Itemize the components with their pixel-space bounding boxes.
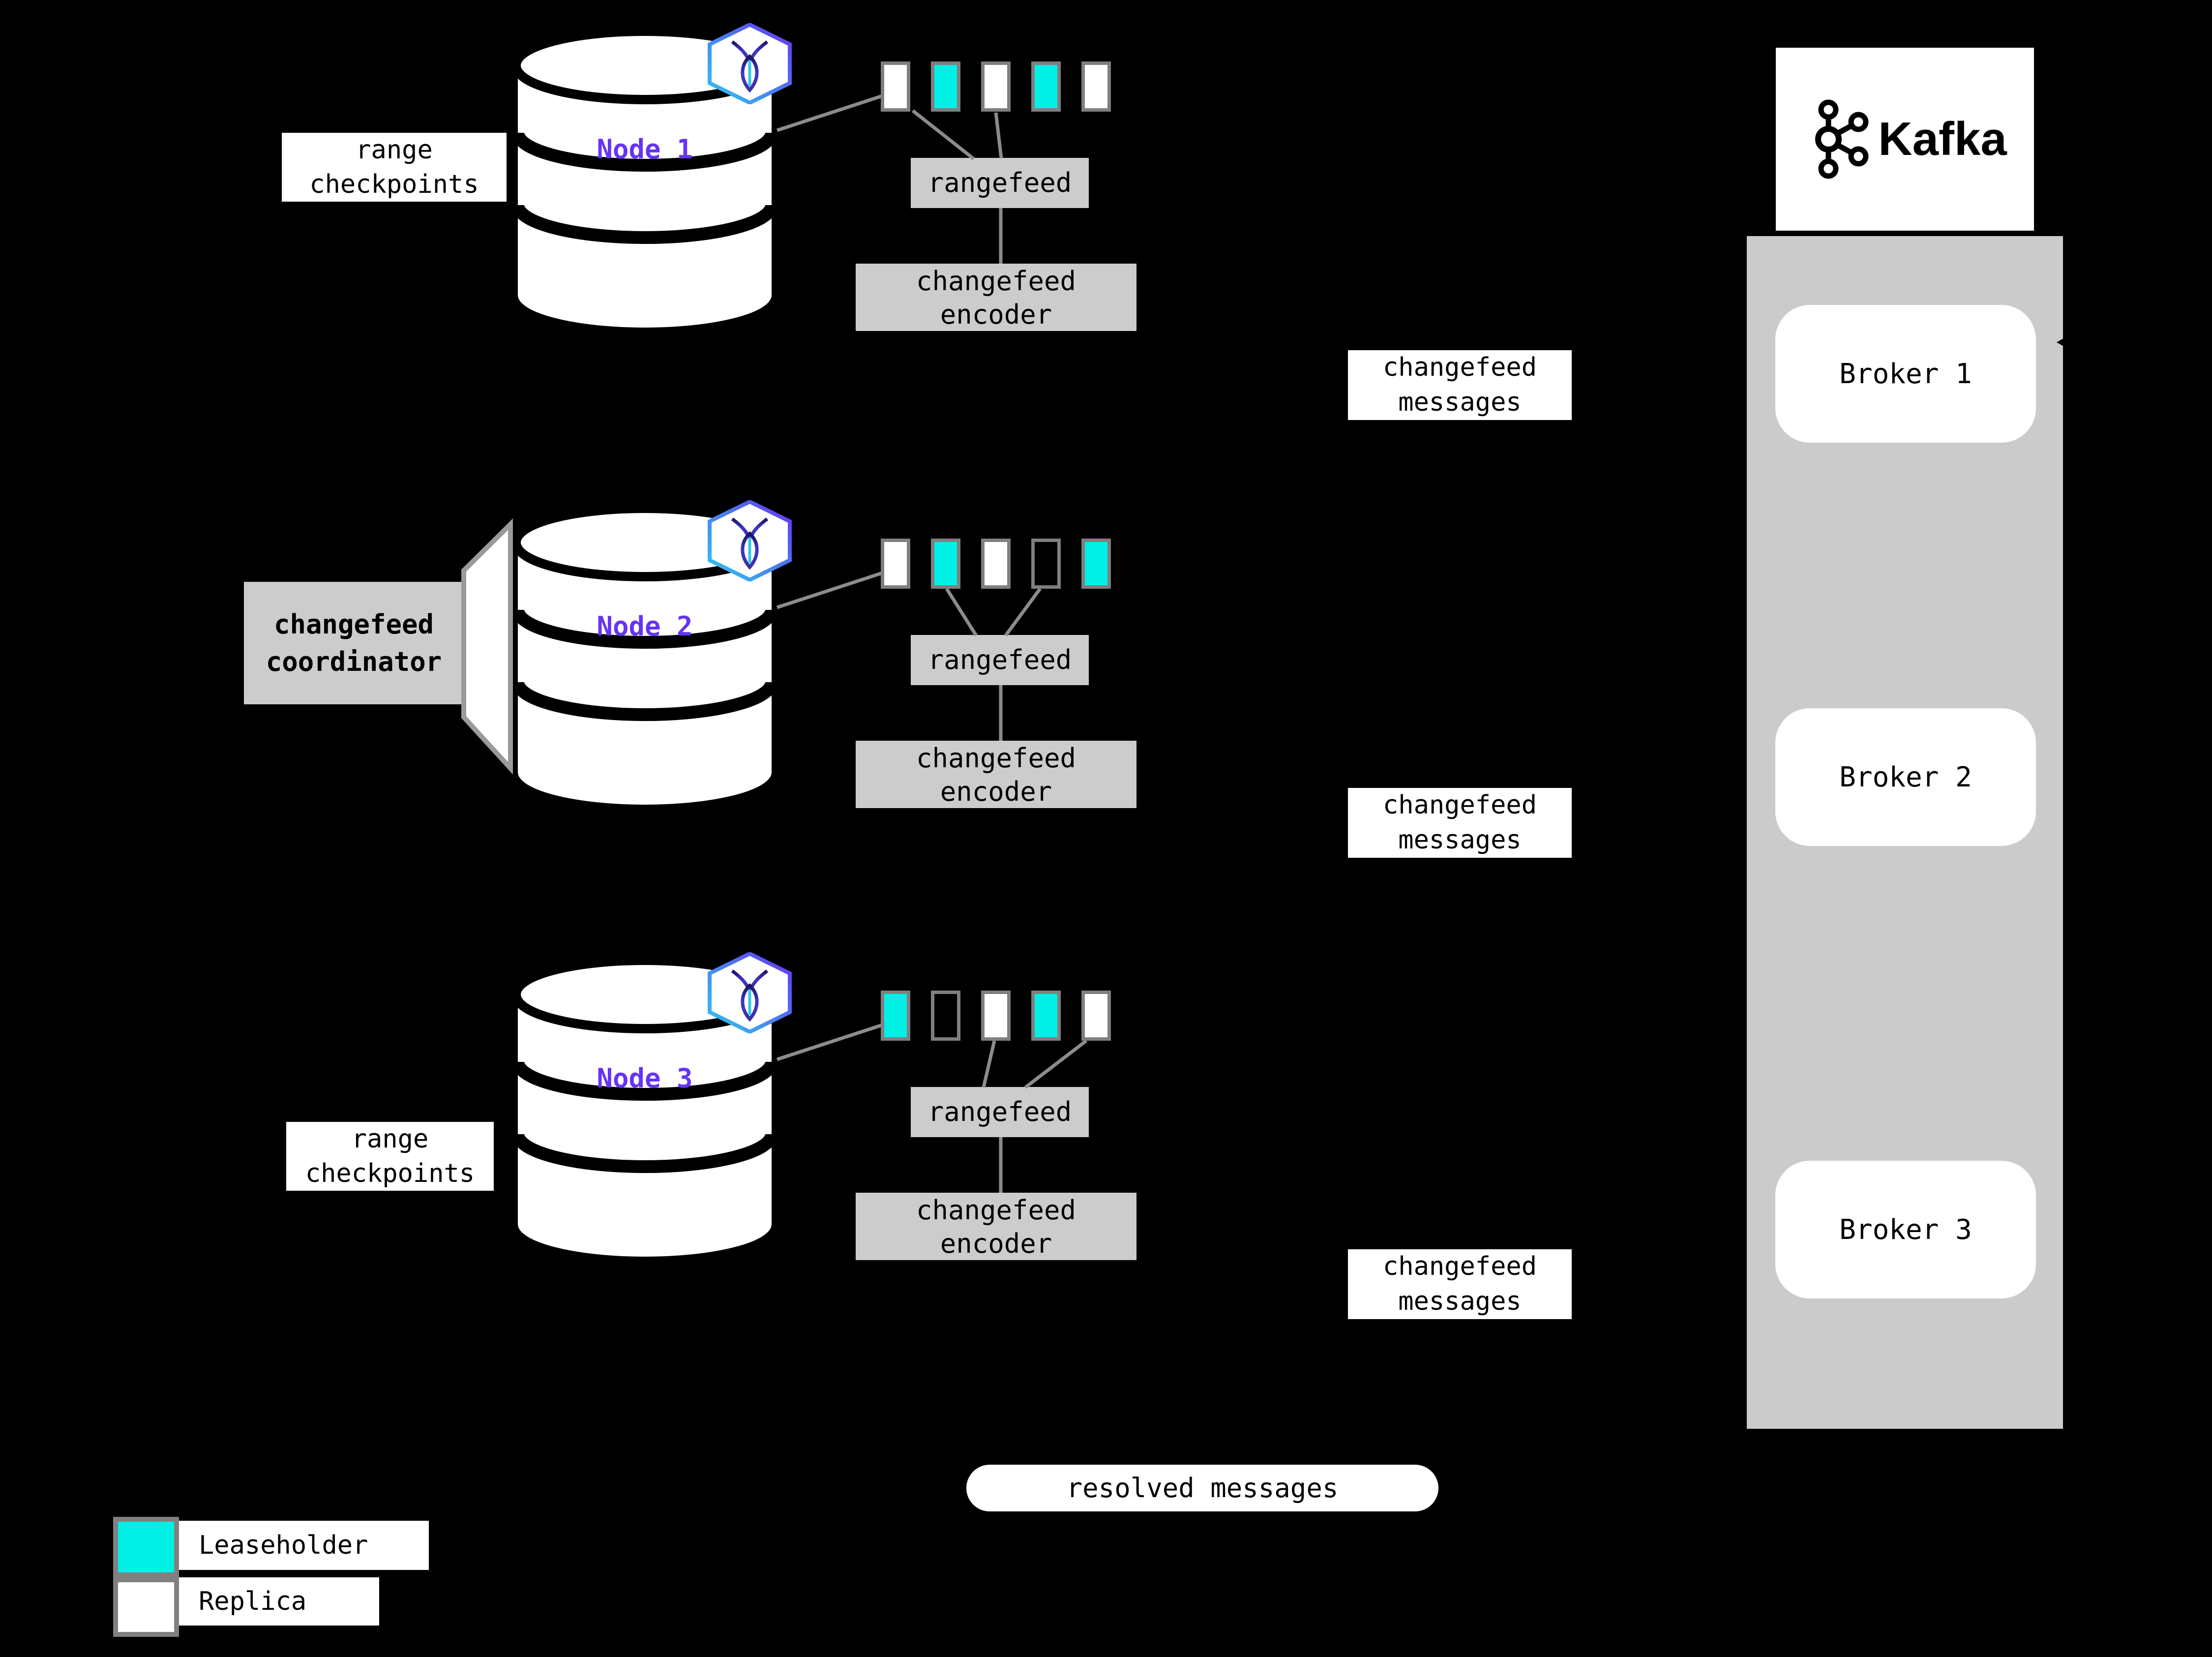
range-leaseholder (881, 991, 910, 1041)
node1-rangefeed-box: rangefeed (911, 158, 1089, 208)
range-replica (881, 61, 910, 112)
kafka-logo-icon (1803, 95, 1869, 183)
node3-changefeed-encoder-box: changefeed encoder (856, 1193, 1136, 1260)
coordinator-flag-shape (461, 518, 513, 775)
cockroachdb-icon (707, 952, 793, 1033)
legend-leaseholder-swatch (113, 1517, 179, 1577)
legend-replica-swatch (113, 1577, 179, 1637)
broker-1-box: Broker 1 (1775, 305, 2036, 443)
resolved-messages-pill: resolved messages (966, 1465, 1438, 1511)
changefeed-messages-label-1: changefeed messages (1348, 350, 1572, 420)
range-replica (1081, 991, 1111, 1041)
range-leaseholder (1031, 991, 1061, 1041)
range-replica (981, 61, 1011, 112)
kafka-logo-box: Kafka (1776, 48, 2034, 231)
range-leaseholder (1081, 539, 1111, 589)
node1-changefeed-encoder-box: changefeed encoder (856, 264, 1136, 331)
range-empty (931, 991, 960, 1041)
node2-changefeed-encoder-box: changefeed encoder (856, 741, 1136, 808)
range-replica (981, 991, 1011, 1041)
changefeed-messages-label-3: changefeed messages (1348, 1249, 1572, 1319)
changefeed-coordinator-label: changefeed coordinator (244, 582, 464, 704)
node2-ranges (881, 539, 1111, 589)
node1-ranges (881, 61, 1111, 112)
range-leaseholder (931, 539, 960, 589)
range-replica (1081, 61, 1111, 112)
cockroachdb-icon (707, 500, 793, 581)
node3-rangefeed-box: rangefeed (911, 1087, 1089, 1137)
node3-ranges (881, 991, 1111, 1041)
range-checkpoints-label-node3: range checkpoints (286, 1122, 494, 1191)
range-checkpoints-label-node1: range checkpoints (282, 133, 507, 202)
changefeed-messages-label-2: changefeed messages (1348, 788, 1572, 858)
node3-title: Node 3 (597, 1063, 693, 1094)
node2-title: Node 2 (597, 611, 693, 642)
range-replica (981, 539, 1011, 589)
legend-replica-label: Replica (179, 1577, 379, 1626)
range-leaseholder (1031, 61, 1061, 112)
broker-2-box: Broker 2 (1775, 708, 2036, 846)
range-leaseholder (931, 61, 960, 112)
legend-leaseholder-label: Leaseholder (179, 1521, 429, 1570)
range-empty (1031, 539, 1061, 589)
cockroachdb-icon (707, 23, 793, 104)
node1-title: Node 1 (597, 134, 693, 165)
broker-3-box: Broker 3 (1775, 1161, 2036, 1298)
node2-rangefeed-box: rangefeed (911, 635, 1089, 685)
kafka-wordmark: Kafka (1878, 113, 2007, 165)
range-replica (881, 539, 910, 589)
